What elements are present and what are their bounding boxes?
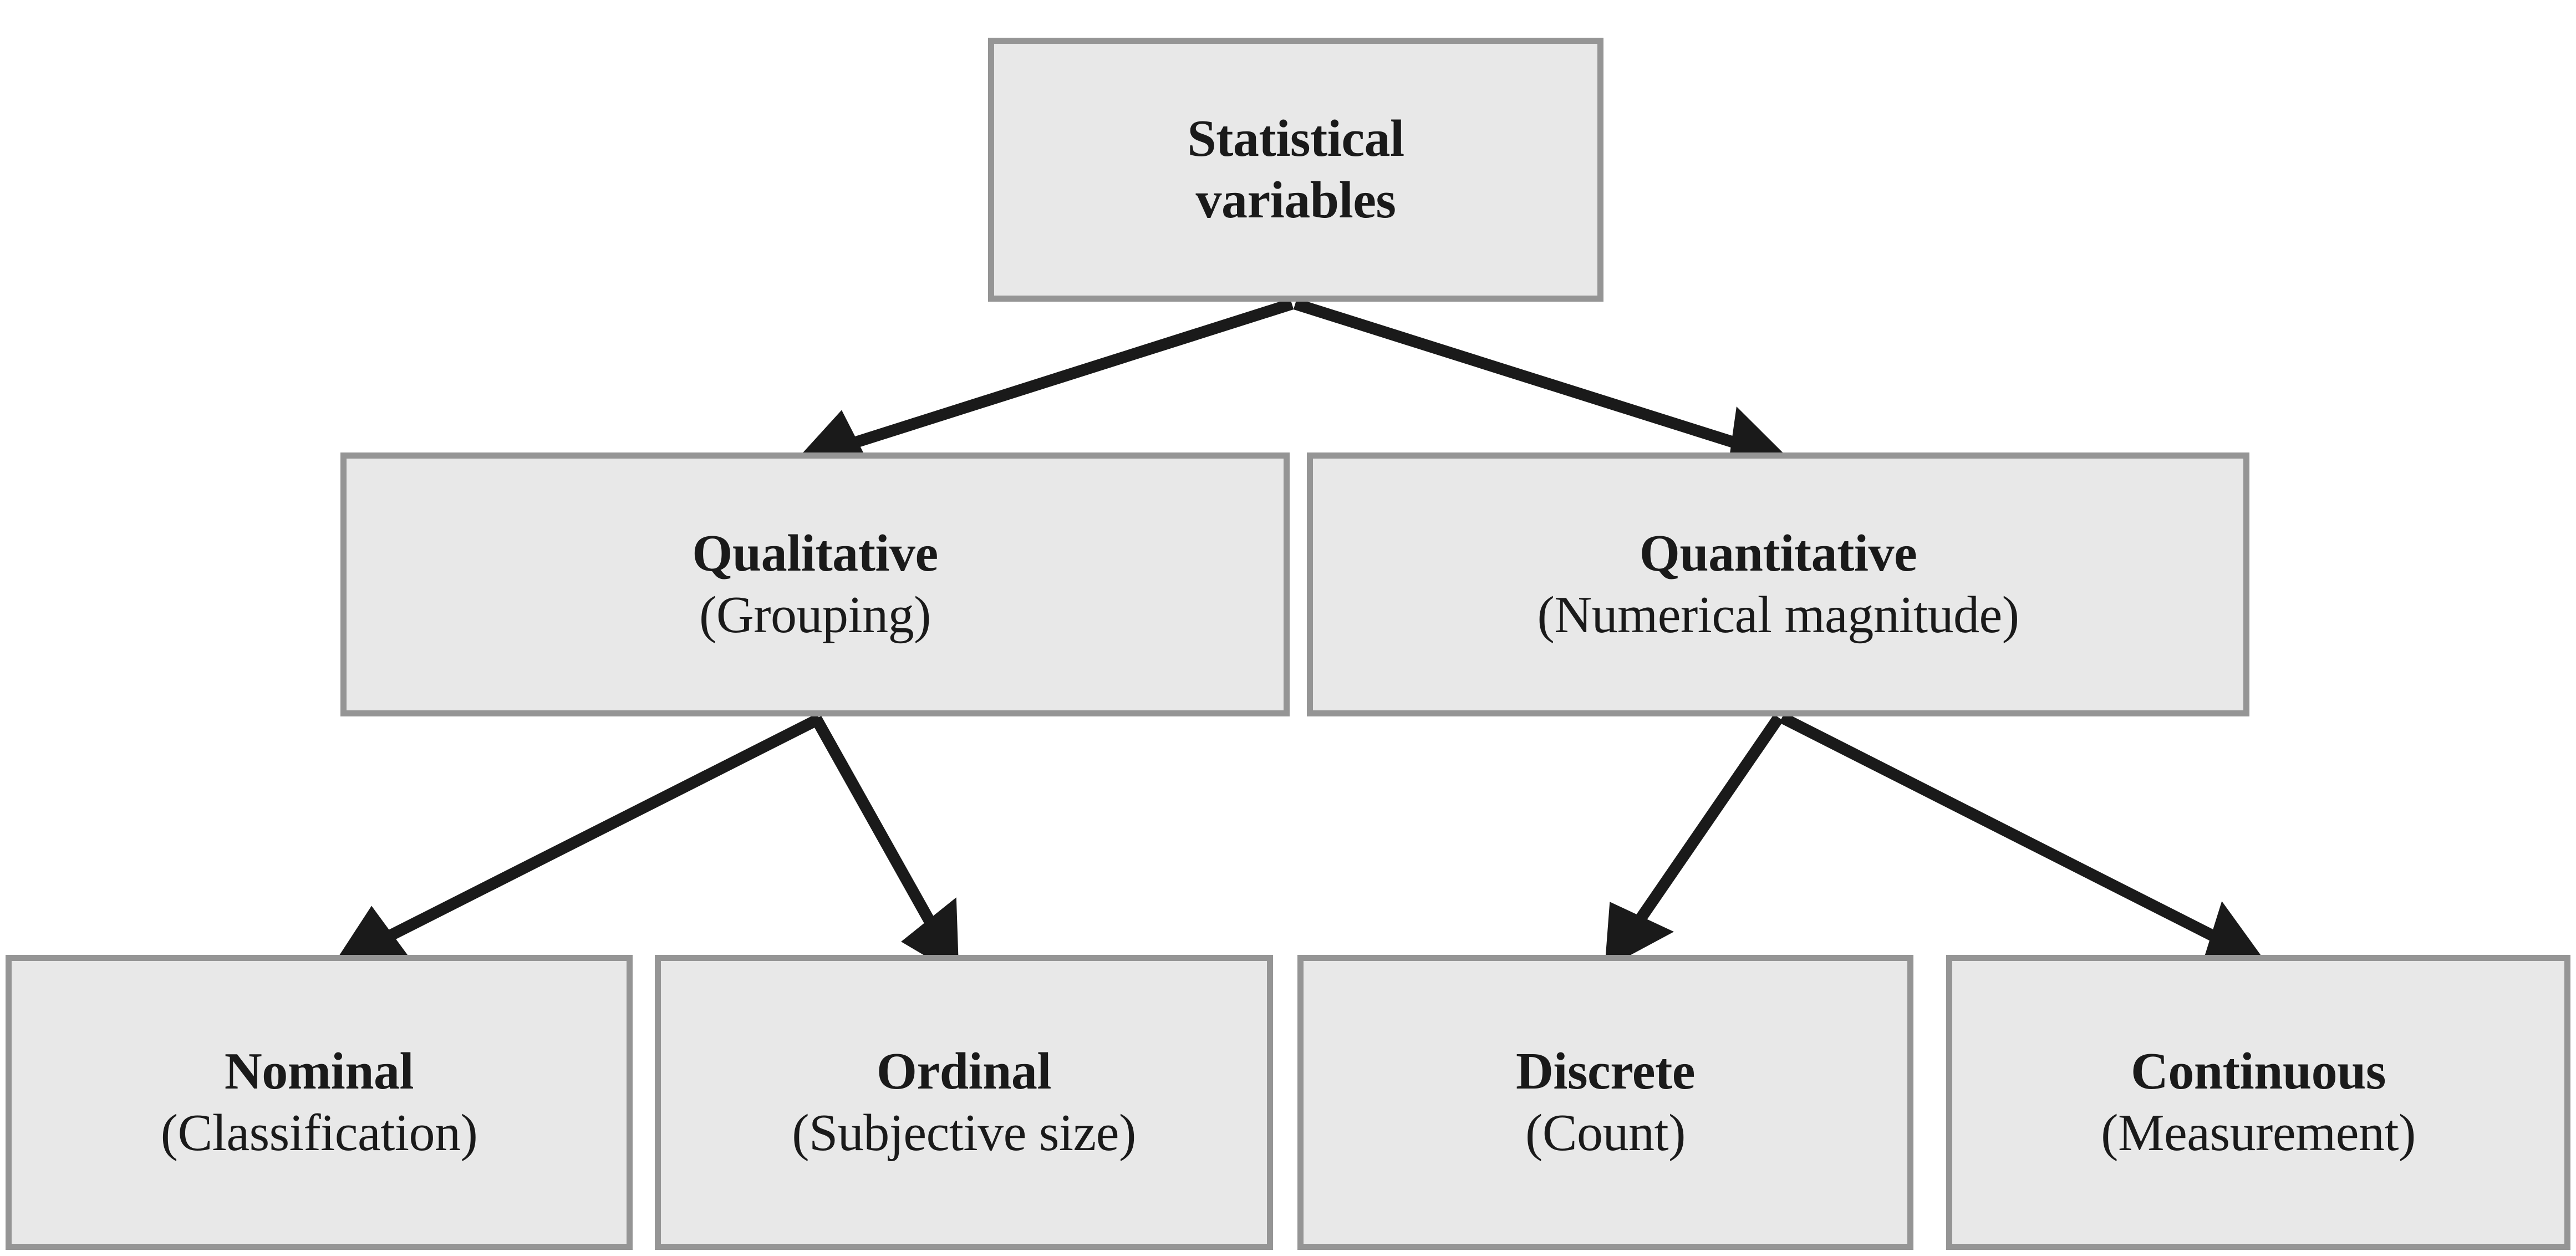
node-ordinal[interactable]: Ordinal (Subjective size) [655,955,1273,1250]
node-title: Quantitative [1639,525,1917,583]
edge-qualitative-to-ordinal [811,715,959,976]
node-title: Qualitative [692,525,938,583]
node-title: Nominal [224,1043,414,1101]
node-title: Statistical [1187,110,1404,168]
node-subtitle: (Measurement) [2101,1104,2416,1162]
node-subtitle: (Classification) [160,1104,478,1162]
node-subtitle: (Subjective size) [792,1104,1136,1162]
node-title: Continuous [2131,1043,2386,1101]
node-title: Discrete [1515,1043,1696,1101]
edge-root-to-qualitative [796,298,1294,474]
node-subtitle: (Count) [1525,1104,1686,1162]
node-discrete[interactable]: Discrete (Count) [1297,955,1913,1250]
node-subtitle: (Grouping) [699,586,931,644]
edge-root-to-quantitative [1293,298,1793,477]
node-subtitle: variables [1195,171,1396,229]
node-quantitative[interactable]: Quantitative (Numerical magnitude) [1307,452,2249,716]
node-statistical-variables[interactable]: Statistical variables [988,38,1603,302]
node-continuous[interactable]: Continuous (Measurement) [1946,955,2570,1250]
node-qualitative[interactable]: Qualitative (Grouping) [340,452,1290,716]
node-subtitle: (Numerical magnitude) [1537,586,2019,644]
edge-qualitative-to-nominal [334,713,822,963]
edge-quantitative-to-discrete [1605,714,1784,969]
node-nominal[interactable]: Nominal (Classification) [6,955,633,1250]
node-title: Ordinal [876,1043,1052,1101]
edge-quantitative-to-continuous [1779,712,2268,969]
